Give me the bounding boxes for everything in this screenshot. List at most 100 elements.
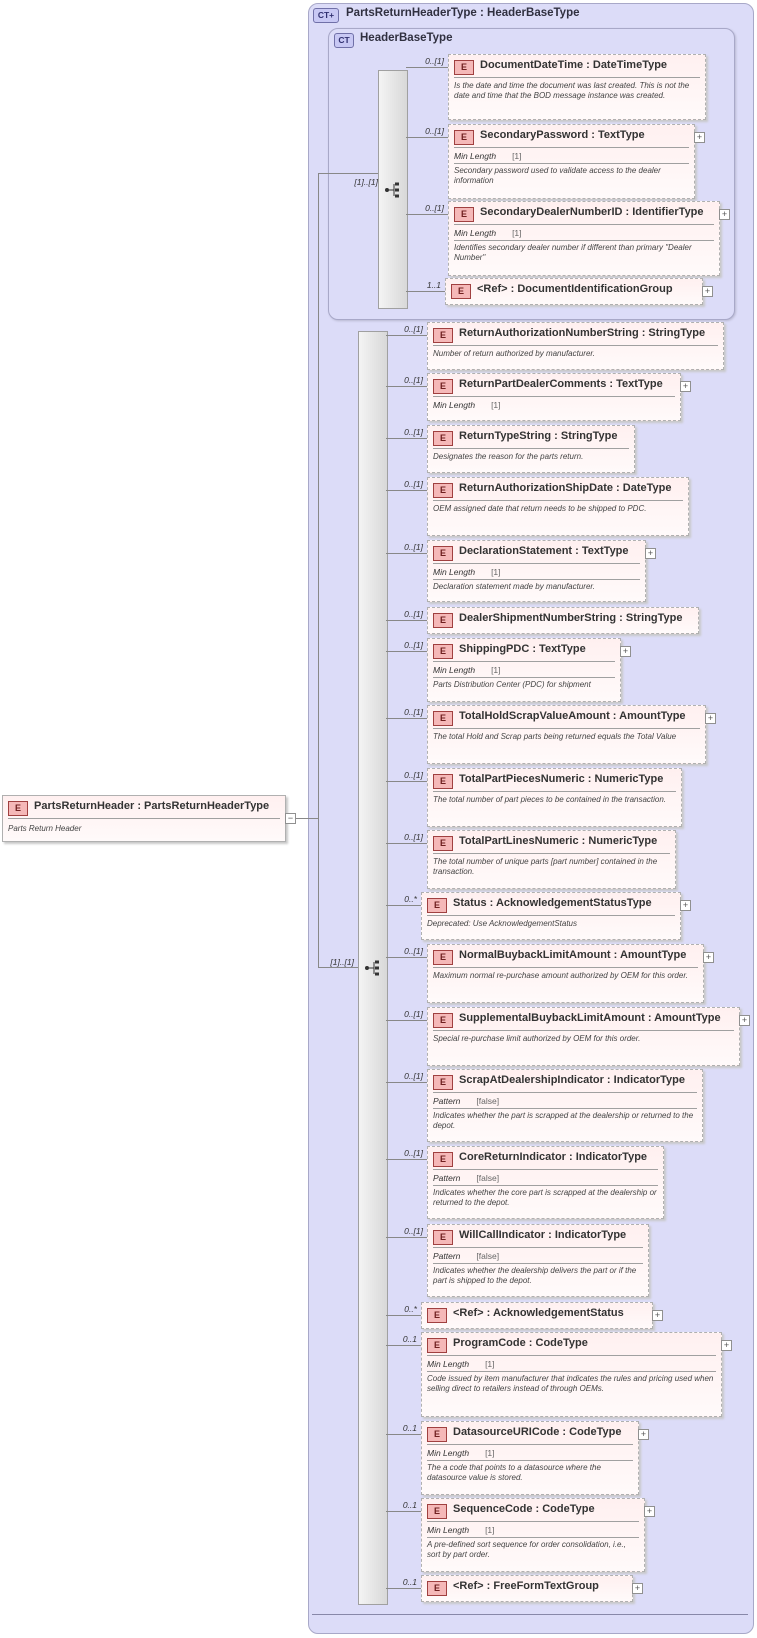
element-title: <Ref> : FreeFormTextGroup [453, 1580, 599, 1592]
expand-button[interactable]: + [703, 952, 714, 963]
element-multiplicity: 0..[1] [404, 1148, 423, 1158]
facet-row: Min Length[1] [433, 400, 501, 410]
facet-value: [1] [485, 1448, 495, 1458]
facet-name: Min Length [427, 1525, 470, 1535]
facet-name: Pattern [433, 1096, 461, 1106]
connector-line [386, 905, 421, 906]
facet-name: Min Length [433, 567, 476, 577]
divider [433, 791, 676, 792]
element-title: DealerShipmentNumberString : StringType [459, 612, 683, 624]
facet-row: Min Length[1] [427, 1525, 495, 1535]
facet-value: [1] [512, 151, 522, 161]
element-badge: E [433, 613, 453, 628]
facet-row: Min Length[1] [433, 665, 501, 675]
divider [427, 1537, 639, 1538]
connector-line [406, 214, 448, 215]
root-element-title: PartsReturnHeader : PartsReturnHeaderTyp… [34, 800, 270, 812]
element-title: ReturnTypeString : StringType [459, 430, 618, 442]
element-title: <Ref> : AcknowledgementStatus [453, 1307, 624, 1319]
sequence-compositor[interactable] [358, 331, 388, 1605]
divider [433, 1108, 697, 1109]
facet-row: Min Length[1] [427, 1359, 495, 1369]
element-title: TotalHoldScrapValueAmount : AmountType [459, 710, 686, 722]
expand-button[interactable]: + [719, 209, 730, 220]
sequence-multiplicity: [1]..[1] [330, 957, 354, 967]
element-card[interactable]: E DealerShipmentNumberString : StringType [427, 607, 699, 634]
facet-value: [1] [491, 665, 501, 675]
element-badge: E [433, 483, 453, 498]
expand-button[interactable]: + [680, 900, 691, 911]
facet-name: Min Length [454, 151, 497, 161]
expand-button[interactable]: + [680, 381, 691, 392]
expand-button[interactable]: + [652, 1309, 663, 1321]
divider [427, 915, 675, 916]
element-card[interactable]: E<Ref> : AcknowledgementStatus [421, 1302, 653, 1329]
element-card[interactable]: E<Ref> : FreeFormTextGroup [421, 1575, 633, 1602]
divider [427, 1521, 639, 1522]
divider [433, 448, 629, 449]
element-multiplicity: 0..[1] [404, 770, 423, 780]
base-type-title: HeaderBaseType [360, 32, 453, 44]
expand-button[interactable]: + [620, 646, 631, 657]
facet-value: [1] [512, 228, 522, 238]
element-multiplicity: 0..[1] [404, 946, 423, 956]
element-title: <Ref> : DocumentIdentificationGroup [477, 283, 673, 295]
divider [433, 563, 640, 564]
expand-button[interactable]: + [702, 285, 713, 297]
expand-button[interactable]: + [721, 1340, 732, 1351]
element-multiplicity: 0..[1] [404, 608, 423, 619]
element-multiplicity: 0..[1] [404, 1009, 423, 1019]
element-badge: E [433, 644, 453, 659]
element-multiplicity: 0..* [404, 1303, 417, 1314]
facet-row: Min Length[1] [433, 567, 501, 577]
connector-line [386, 335, 427, 336]
complex-type-title: PartsReturnHeaderType : HeaderBaseType [346, 7, 580, 19]
element-title: DeclarationStatement : TextType [459, 545, 629, 557]
element-title: SecondaryPassword : TextType [480, 129, 645, 141]
collapse-button[interactable]: − [285, 813, 296, 824]
connector-line [386, 1345, 421, 1346]
expand-button[interactable]: + [694, 132, 705, 143]
element-multiplicity: 0..1 [402, 1576, 417, 1587]
element-card[interactable]: E<Ref> : DocumentIdentificationGroup [445, 278, 703, 305]
expand-button[interactable]: + [705, 713, 716, 724]
expand-button[interactable]: + [644, 1506, 655, 1517]
expand-button[interactable]: + [632, 1582, 643, 1594]
element-doc: Deprecated: Use AcknowledgementStatus [427, 919, 578, 928]
sequence-compositor[interactable] [378, 70, 408, 309]
divider [433, 967, 698, 968]
root-element[interactable]: E PartsReturnHeader : PartsReturnHeaderT… [2, 795, 286, 842]
element-title: NormalBuybackLimitAmount : AmountType [459, 949, 687, 961]
facet-value: [false] [476, 1096, 500, 1106]
element-multiplicity: 0..[1] [404, 707, 423, 717]
expand-button[interactable]: + [638, 1429, 649, 1440]
expand-button[interactable]: + [645, 548, 656, 559]
divider [427, 1371, 716, 1372]
connector-line [386, 619, 427, 621]
facet-row: Min Length [1] [454, 151, 522, 161]
expand-button[interactable]: + [739, 1015, 750, 1026]
facet-name: Min Length [427, 1359, 470, 1369]
connector-line [386, 843, 427, 844]
